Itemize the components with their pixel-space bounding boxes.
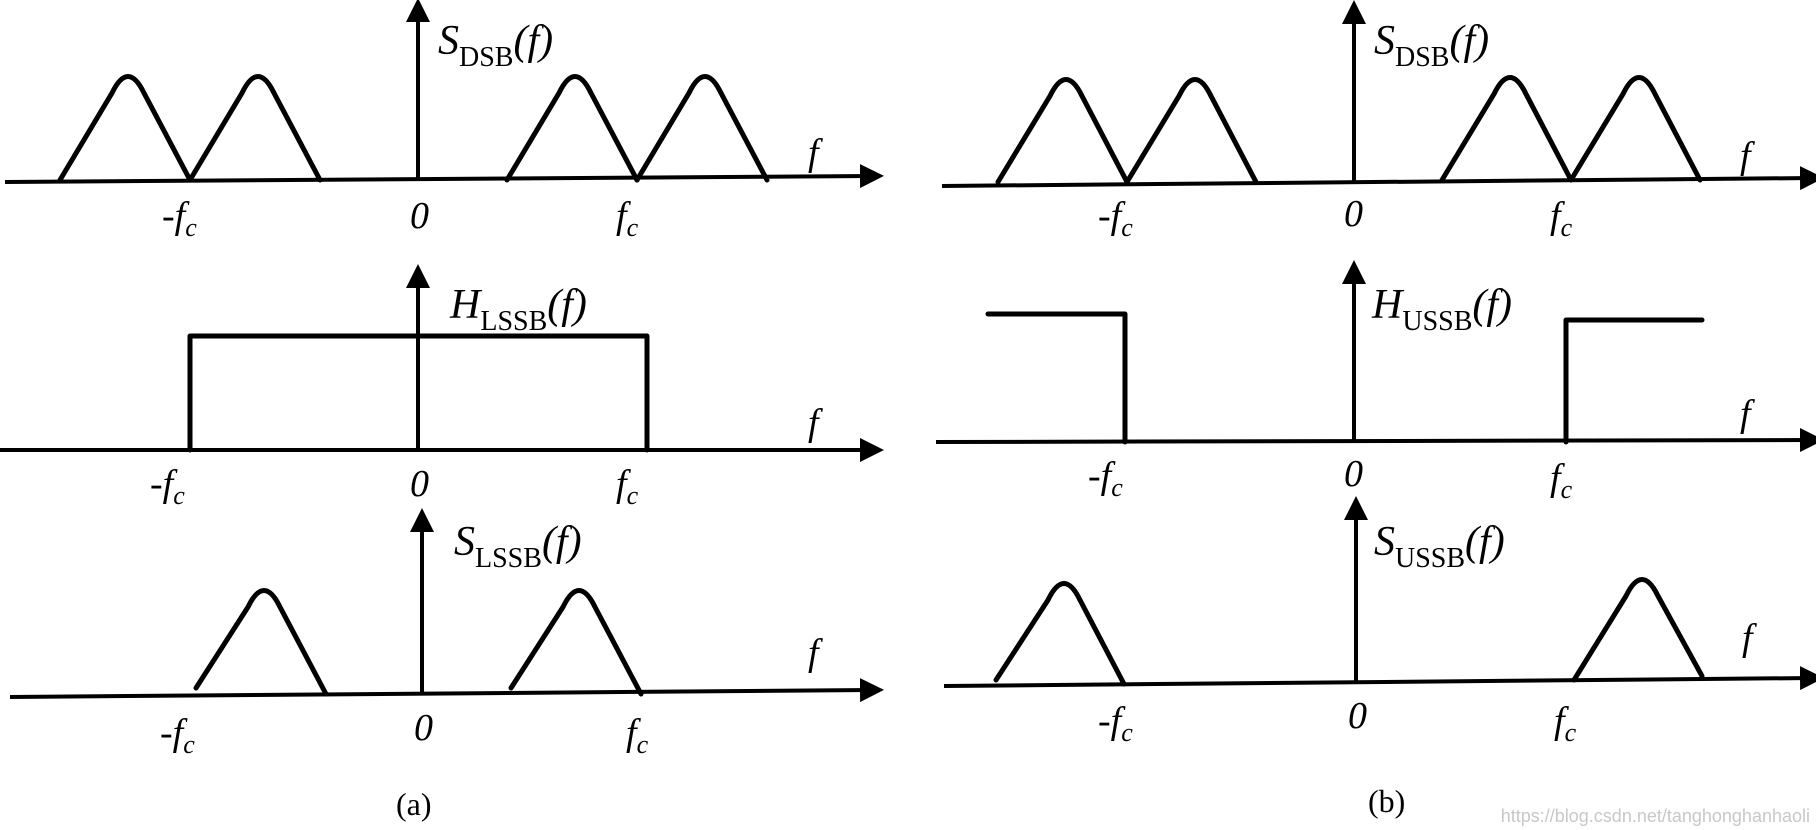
lower-sideband-lobe-neg (193, 588, 329, 697)
tick-label-neg-fc: -fc (1098, 700, 1133, 747)
spectrum-lobe-neg-left (995, 77, 1130, 185)
spectrum-lobe-pos-right (634, 74, 770, 183)
spectrum-lobe-pos-left (1439, 75, 1574, 183)
panel-b-row-dsb: SDSB(f) f -fc 0 fc (941, 0, 1816, 242)
spectrum-lobe-pos-left (504, 74, 640, 183)
panel-b-row-filter: HUSSB(f) f -fc 0 fc (935, 260, 1816, 504)
axis-label-f: f (1742, 617, 1757, 659)
tick-label-neg-fc: -fc (162, 195, 197, 242)
lssb-filter-response (187, 333, 650, 453)
title-sub: DSB (459, 42, 513, 73)
tick-label-neg-fc: -fc (160, 712, 195, 759)
tick-label-pos-fc: fc (1550, 457, 1573, 504)
tick-label-neg-fc: -fc (1098, 195, 1133, 242)
plot-title: SDSB(f) (438, 18, 553, 73)
panel-a: SDSB(f) f -fc 0 fc HLSSB(f) f -fc 0 fc S… (0, 0, 884, 822)
panel-caption-a: (a) (396, 786, 432, 822)
title-arg: (f) (513, 18, 553, 64)
tick-label-pos-fc: fc (616, 195, 639, 242)
panel-b: SDSB(f) f -fc 0 fc HUSSB(f) f -fc 0 fc S… (935, 0, 1816, 819)
panel-caption-b: (b) (1368, 783, 1405, 819)
plot-title: HLSSB(f) (449, 282, 587, 337)
plot-title: SUSSB(f) (1374, 519, 1505, 574)
panel-b-row-output: SUSSB(f) f -fc 0 fc (943, 496, 1816, 747)
tick-label-pos-fc: fc (1550, 195, 1573, 242)
spectrum-lobe-neg-right (187, 74, 323, 183)
tick-label-pos-fc: fc (1554, 700, 1577, 747)
panel-a-row-filter: HLSSB(f) f -fc 0 fc (0, 264, 884, 510)
tick-label-zero: 0 (1344, 193, 1363, 235)
lower-sideband-lobe-pos (508, 588, 644, 697)
freq-axis (941, 166, 1816, 191)
spectrum-lobe-pos-right (1568, 75, 1703, 183)
tick-label-zero: 0 (1348, 695, 1367, 737)
plot-title: SLSSB(f) (454, 519, 582, 574)
tick-label-neg-fc: -fc (1088, 455, 1123, 502)
tick-label-neg-fc: -fc (150, 463, 185, 510)
freq-axis (9, 678, 884, 703)
tick-label-zero: 0 (414, 707, 433, 749)
tick-label-zero: 0 (1344, 453, 1363, 495)
tick-label-zero: 0 (410, 463, 429, 505)
freq-axis (4, 164, 884, 189)
plot-title: HUSSB(f) (1371, 282, 1512, 337)
ussb-filter-response-pos (1563, 317, 1705, 445)
upper-sideband-lobe-neg (993, 581, 1127, 687)
freq-axis (935, 428, 1816, 453)
axis-label-f: f (808, 402, 823, 444)
freq-axis (943, 666, 1816, 691)
ussb-filter-response-neg (985, 311, 1128, 445)
tick-label-zero: 0 (410, 195, 429, 237)
tick-label-pos-fc: fc (616, 463, 639, 510)
axis-label-f: f (1740, 393, 1755, 435)
spectrum-lobe-neg-right (1124, 77, 1259, 185)
upper-sideband-lobe-pos (1571, 577, 1705, 683)
panel-a-row-output: SLSSB(f) f -fc 0 fc (9, 508, 884, 759)
watermark: https://blog.csdn.net/tanghonghanhaoli (1501, 806, 1810, 826)
plot-title: SDSB(f) (1374, 18, 1489, 73)
axis-label-f: f (808, 132, 823, 174)
panel-a-row-dsb: SDSB(f) f -fc 0 fc (4, 0, 884, 242)
axis-label-f: f (808, 632, 823, 674)
spectrum-lobe-neg-left (57, 74, 193, 183)
axis-label-f: f (1740, 135, 1755, 177)
tick-label-pos-fc: fc (626, 712, 649, 759)
title-main: S (438, 18, 459, 64)
